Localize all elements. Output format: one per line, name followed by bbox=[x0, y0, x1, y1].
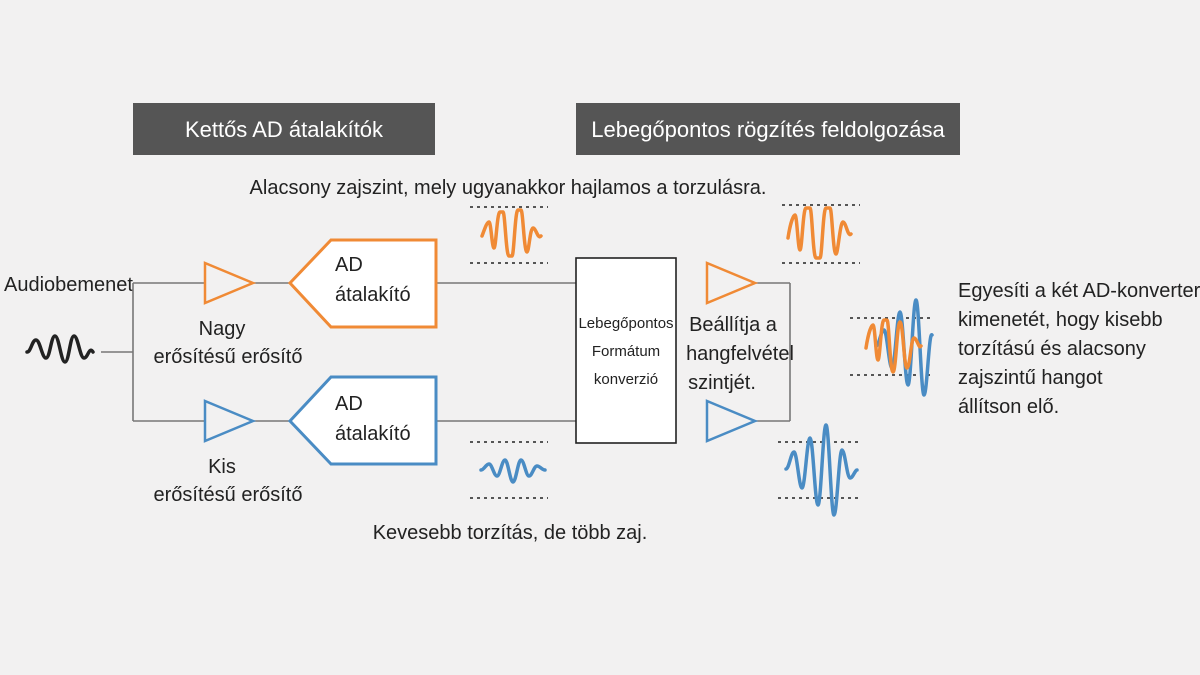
ad-converter-top-icon bbox=[287, 238, 438, 329]
ad-converter-bottom-label-1: AD bbox=[335, 393, 363, 415]
ad-converter-top-label-2: átalakító bbox=[335, 284, 411, 306]
input-label: Audiobemenet bbox=[4, 274, 133, 296]
ad-converter-top-label-1: AD bbox=[335, 254, 363, 276]
low-gain-amp-label-2: erősítésű erősítő bbox=[154, 484, 303, 506]
bottom-ad-output-waveform bbox=[470, 441, 548, 499]
top-note: Alacsony zajszint, mely ugyanakkor hajla… bbox=[250, 177, 767, 199]
level-adjust-label-1: Beállítja a bbox=[689, 314, 778, 336]
conversion-box-label-2: Formátum bbox=[592, 343, 660, 360]
header-dual-ad-bg bbox=[133, 103, 435, 155]
level-adjust-label-2: hangfelvétel bbox=[686, 343, 794, 365]
conversion-box-label-1: Lebegőpontos bbox=[578, 315, 673, 332]
header-dual-ad: Kettős AD átalakítók bbox=[133, 103, 435, 155]
ad-converter-bottom-icon bbox=[287, 375, 438, 466]
low-gain-amplifier-icon bbox=[203, 399, 257, 443]
ad-converter-bottom-label-2: átalakító bbox=[335, 423, 411, 445]
high-gain-amplifier-icon bbox=[203, 261, 257, 305]
wave-icon bbox=[25, 334, 95, 364]
combine-note-line-2: kimenetét, hogy kisebb bbox=[958, 309, 1163, 331]
combine-note-line-3: torzítású és alacsony bbox=[958, 338, 1146, 360]
top-ad-output-waveform bbox=[470, 206, 548, 264]
high-gain-amp-label-2: erősítésű erősítő bbox=[154, 346, 303, 368]
conversion-box-label-3: konverzió bbox=[594, 371, 658, 388]
header-float-processing-text: Lebegőpontos rögzítés feldolgozása bbox=[591, 117, 945, 142]
high-gain-amp-label-1: Nagy bbox=[199, 318, 246, 340]
header-dual-ad-text: Kettős AD átalakítók bbox=[185, 117, 384, 142]
combined-output-waveform bbox=[850, 298, 934, 397]
top-level-output-waveform bbox=[782, 204, 860, 264]
header-float-processing-bg bbox=[576, 103, 960, 155]
low-gain-amp-label-1: Kis bbox=[208, 456, 236, 478]
level-adjust-label-3: szintjét. bbox=[688, 372, 756, 394]
header-float-processing: Lebegőpontos rögzítés feldolgozása bbox=[576, 103, 960, 155]
signal-lines bbox=[101, 282, 791, 422]
bottom-level-output-waveform bbox=[778, 423, 859, 517]
level-amp-bottom-icon bbox=[705, 399, 759, 443]
conversion-box bbox=[575, 257, 677, 444]
combine-note-line-4: zajszintű hangot bbox=[958, 367, 1103, 389]
bottom-note: Kevesebb torzítás, de több zaj. bbox=[373, 522, 648, 544]
combine-note-line-1: Egyesíti a két AD-konverter bbox=[958, 280, 1200, 302]
level-amp-top-icon bbox=[705, 261, 759, 305]
combine-note-line-5: állítson elő. bbox=[958, 396, 1059, 418]
